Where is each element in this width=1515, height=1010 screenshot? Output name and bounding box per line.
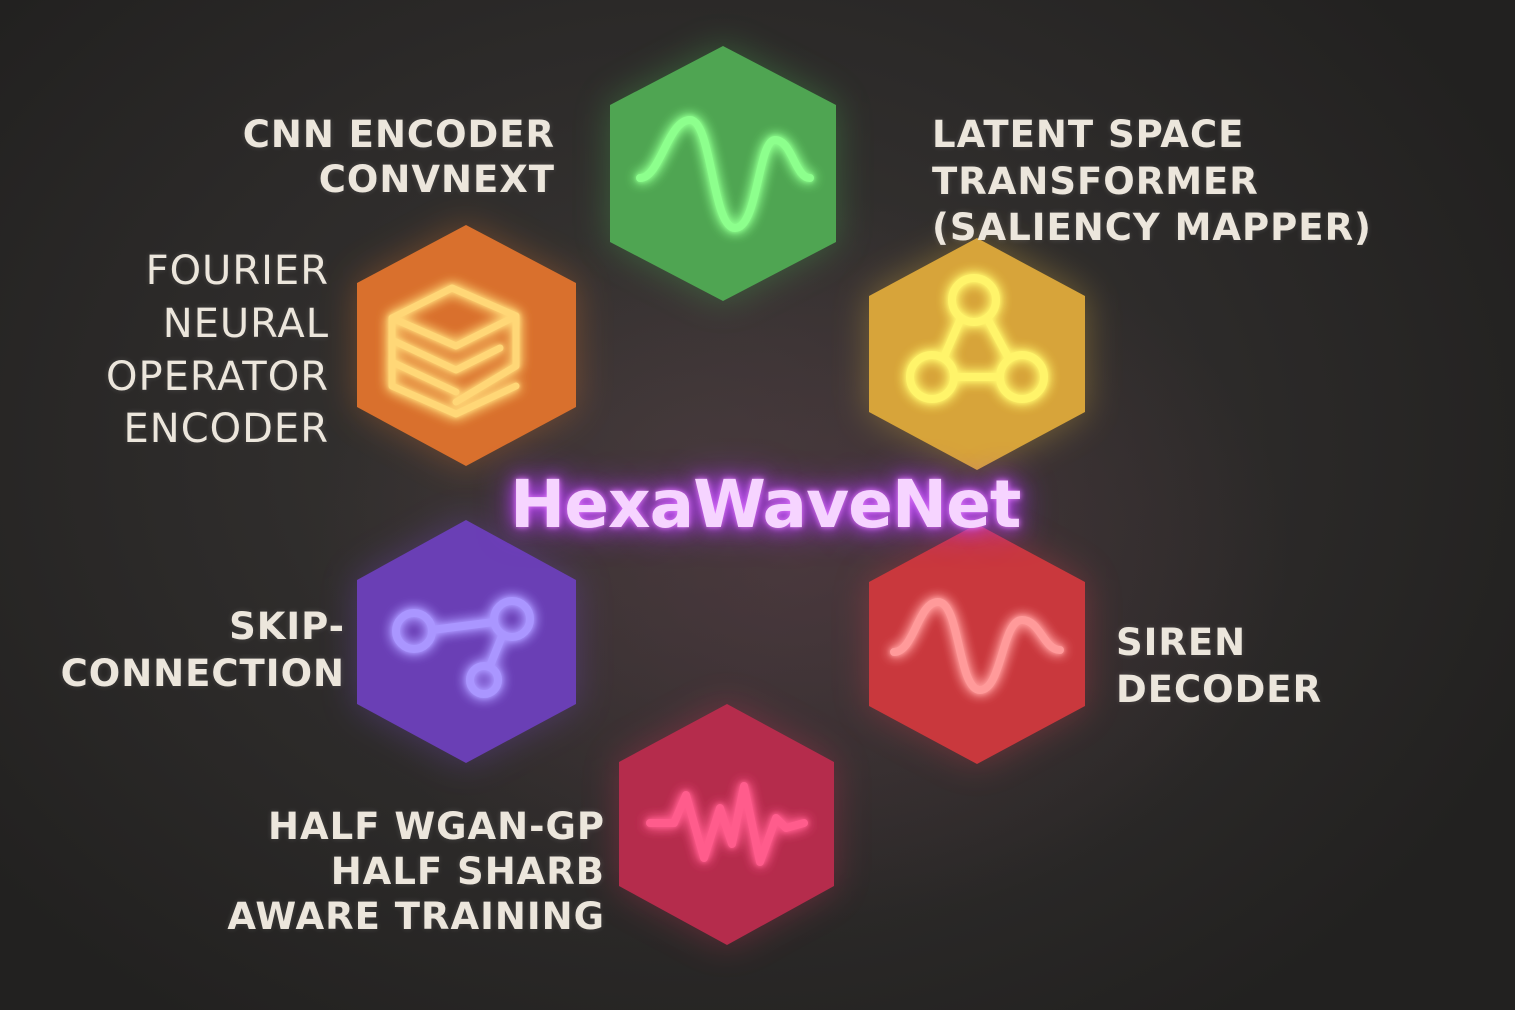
label-skip: SKIP- CONNECTION (61, 604, 345, 697)
zigzag-wave-icon (646, 782, 808, 866)
label-fourier-line-3: OPERATOR (105, 353, 329, 400)
label-fourier: FOURIER NEURAL OPERATOR ENCODER (106, 245, 329, 456)
label-wgan-line-3: AWARE TRAINING (227, 895, 605, 939)
label-wgan-line-2: HALF SHARB (330, 850, 605, 894)
label-fourier-line-1: FOURIER (145, 248, 329, 294)
label-latent-line-3: (SALIENCY MAPPER) (932, 206, 1372, 250)
label-latent-line-1: LATENT SPACE (932, 113, 1245, 156)
hex-latent (869, 238, 1085, 470)
label-wgan: HALF WGAN-GP HALF SHARB AWARE TRAINING (227, 804, 605, 939)
label-cnn-line-2: CONVNEXT (318, 158, 555, 202)
graph-triangle-icon (906, 274, 1048, 403)
label-siren-line-2: DECODER (1116, 667, 1323, 711)
diagram-title: HexaWaveNet (510, 466, 1021, 543)
hex-cnn-shape (610, 46, 836, 301)
hex-fourier (357, 225, 576, 466)
sine-wave-icon (890, 597, 1064, 695)
label-wgan-line-1: HALF WGAN-GP (268, 805, 605, 848)
label-siren: SIREN DECODER (1116, 620, 1322, 713)
layers-stack-icon (388, 284, 520, 418)
label-skip-line-2: CONNECTION (60, 651, 345, 695)
label-skip-line-1: SKIP- (229, 605, 345, 648)
label-cnn-line-1: CNN ENCODER (242, 113, 555, 156)
hex-wgan (619, 704, 834, 945)
label-siren-line-1: SIREN (1116, 621, 1247, 664)
sine-wave-icon (636, 115, 814, 233)
hex-skip (357, 520, 576, 763)
hex-skip-shape (357, 520, 576, 763)
label-latent: LATENT SPACE TRANSFORMER (SALIENCY MAPPE… (932, 112, 1372, 252)
skip-connection-icon (392, 597, 534, 698)
hex-latent-shape (869, 238, 1085, 470)
label-fourier-line-4: ENCODER (123, 406, 329, 453)
label-fourier-line-2: NEURAL (162, 300, 329, 347)
label-cnn: CNN ENCODER CONVNEXT (243, 112, 555, 202)
hex-siren (869, 524, 1085, 764)
label-latent-line-2: TRANSFORMER (932, 159, 1259, 203)
hex-cnn (610, 46, 836, 301)
hex-siren-shape (869, 524, 1085, 764)
hex-fourier-shape (357, 225, 576, 466)
